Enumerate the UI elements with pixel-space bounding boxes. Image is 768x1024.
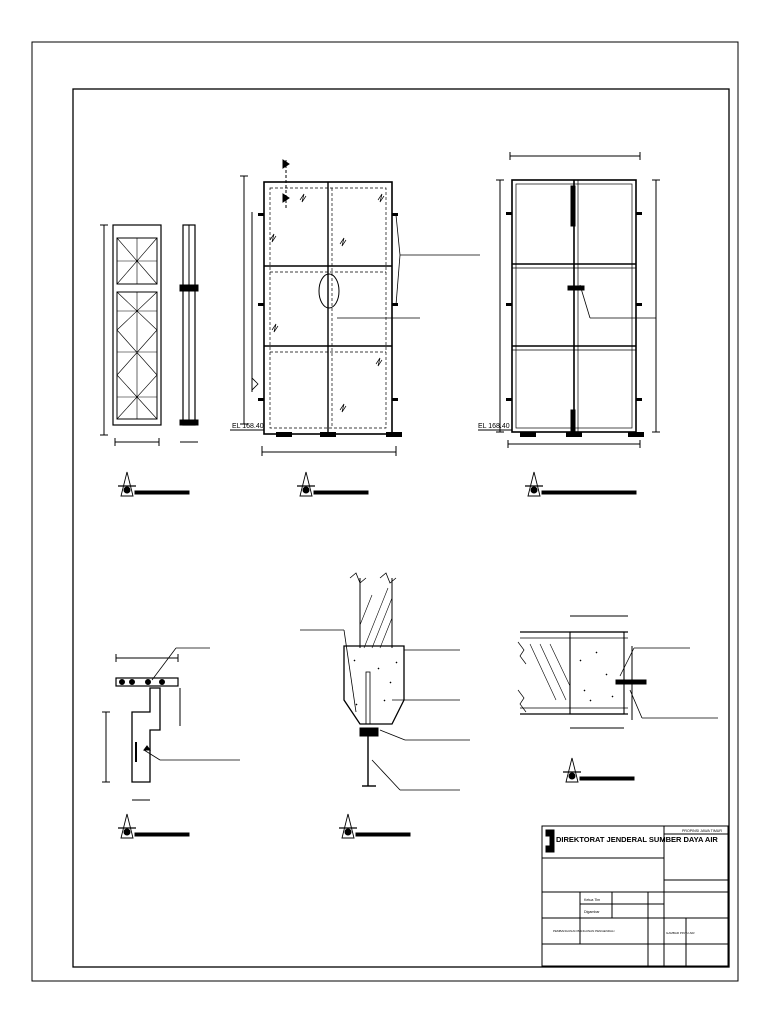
sheet-label: GAMBAR PINTU AIR (666, 931, 695, 935)
frame-profile-detail (102, 647, 240, 801)
organization-name: DIREKTORAT JENDERAL SUMBER DAYA AIR (556, 835, 718, 844)
elevation-label-right: EL 168.40 (478, 423, 510, 430)
gate-rear-elevation (478, 152, 660, 448)
elevation-label-left: EL 168.40 (232, 423, 264, 430)
province-name: PROPINSI JAWA TIMUR (682, 829, 722, 833)
wall-anchor-detail (517, 615, 718, 729)
team-lead-label: Ketua Tim (584, 898, 600, 902)
gate-front-elevation (230, 159, 480, 456)
outer-border (31, 41, 739, 982)
project-name: PEMBANGUNAN BANGUNAN PENGENDALI (553, 929, 615, 933)
inner-border (72, 88, 730, 968)
section-markers (118, 471, 637, 839)
agency-logo-icon (545, 829, 555, 853)
title-block (541, 825, 729, 967)
sill-section-detail (300, 572, 470, 791)
gate-leaf-detail (100, 224, 199, 446)
drawn-by-label: Digambar (584, 910, 600, 914)
